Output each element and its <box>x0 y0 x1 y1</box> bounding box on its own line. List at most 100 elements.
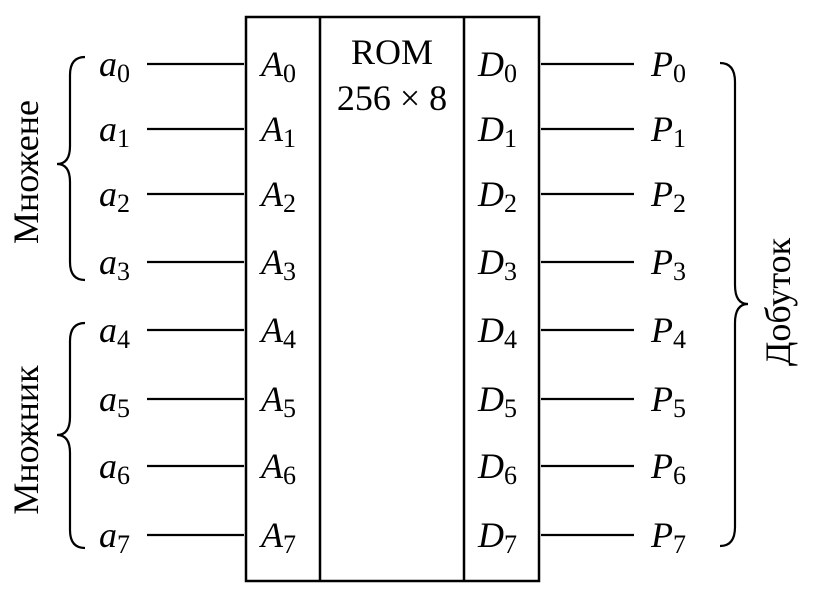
symbol: a <box>99 109 117 149</box>
symbol: D <box>477 379 504 419</box>
input-label: a7 <box>99 515 130 559</box>
output-label: P5 <box>650 379 686 423</box>
subscript: 5 <box>117 394 130 423</box>
rom-size: 256 × 8 <box>337 78 447 118</box>
subscript: 4 <box>504 325 517 354</box>
data-pin-label: D4 <box>477 310 517 354</box>
data-pin-label: D0 <box>477 44 517 88</box>
symbol: P <box>650 446 673 486</box>
symbol: a <box>99 310 117 350</box>
subscript: 3 <box>673 257 686 286</box>
address-pin-label: A3 <box>259 242 296 286</box>
symbol: a <box>99 44 117 84</box>
symbol: P <box>650 174 673 214</box>
symbol: A <box>259 242 284 282</box>
subscript: 7 <box>283 530 296 559</box>
symbol: D <box>477 515 504 555</box>
subscript: 4 <box>673 325 686 354</box>
symbol: P <box>650 515 673 555</box>
input-label: a6 <box>99 446 130 490</box>
symbol: P <box>650 242 673 282</box>
subscript: 0 <box>117 59 130 88</box>
multiplier-brace <box>56 321 86 550</box>
output-label: P3 <box>650 242 686 286</box>
output-label: P6 <box>650 446 686 490</box>
address-pin-label: A6 <box>259 446 296 490</box>
symbol: D <box>477 44 504 84</box>
address-pin-label: A2 <box>259 174 296 218</box>
symbol: a <box>99 379 117 419</box>
symbol: D <box>477 242 504 282</box>
output-label: P2 <box>650 174 686 218</box>
address-pin-label: A4 <box>259 310 296 354</box>
symbol: P <box>650 379 673 419</box>
address-pin-label: A1 <box>259 109 296 153</box>
output-label: P0 <box>650 44 686 88</box>
symbol: A <box>259 446 284 486</box>
multiplicand-brace <box>56 55 86 282</box>
subscript: 6 <box>117 461 130 490</box>
input-label: a1 <box>99 109 130 153</box>
symbol: D <box>477 174 504 214</box>
symbol: D <box>477 310 504 350</box>
subscript: 0 <box>504 59 517 88</box>
symbol: A <box>259 515 284 555</box>
subscript: 3 <box>504 257 517 286</box>
symbol: A <box>259 379 284 419</box>
product-brace <box>719 61 749 548</box>
symbol: A <box>259 310 284 350</box>
subscript: 7 <box>117 530 130 559</box>
subscript: 7 <box>504 530 517 559</box>
subscript: 3 <box>117 257 130 286</box>
symbol: a <box>99 446 117 486</box>
symbol: A <box>259 174 284 214</box>
subscript: 5 <box>283 394 296 423</box>
multiplier-label: Множник <box>6 365 46 515</box>
data-pin-label: D3 <box>477 242 517 286</box>
subscript: 2 <box>504 189 517 218</box>
symbol: a <box>99 515 117 555</box>
multiplicand-label: Множене <box>6 100 46 244</box>
subscript: 2 <box>673 189 686 218</box>
input-label: a0 <box>99 44 130 88</box>
subscript: 6 <box>504 461 517 490</box>
output-label: P7 <box>650 515 686 559</box>
data-pin-label: D7 <box>477 515 517 559</box>
input-label: a2 <box>99 174 130 218</box>
subscript: 1 <box>673 124 686 153</box>
subscript: 7 <box>673 530 686 559</box>
subscript: 6 <box>283 461 296 490</box>
data-pin-label: D1 <box>477 109 517 153</box>
subscript: 5 <box>673 394 686 423</box>
address-pin-label: A0 <box>259 44 296 88</box>
subscript: 3 <box>283 257 296 286</box>
symbol: a <box>99 174 117 214</box>
data-pin-label: D2 <box>477 174 517 218</box>
rom-block <box>244 15 541 583</box>
subscript: 1 <box>117 124 130 153</box>
input-label: a3 <box>99 242 130 286</box>
subscript: 4 <box>117 325 130 354</box>
symbol: P <box>650 44 673 84</box>
rom-title: ROM <box>351 32 433 72</box>
symbol: D <box>477 446 504 486</box>
symbol: A <box>259 109 284 149</box>
subscript: 6 <box>673 461 686 490</box>
data-pin-label: D5 <box>477 379 517 423</box>
symbol: P <box>650 109 673 149</box>
subscript: 5 <box>504 394 517 423</box>
input-label: a4 <box>99 310 130 354</box>
subscript: 1 <box>283 124 296 153</box>
subscript: 4 <box>283 325 296 354</box>
subscript: 1 <box>504 124 517 153</box>
subscript: 0 <box>283 59 296 88</box>
symbol: D <box>477 109 504 149</box>
address-pin-label: A7 <box>259 515 296 559</box>
subscript: 2 <box>283 189 296 218</box>
output-label: P4 <box>650 310 686 354</box>
symbol: A <box>259 44 284 84</box>
subscript: 0 <box>673 59 686 88</box>
symbol: P <box>650 310 673 350</box>
